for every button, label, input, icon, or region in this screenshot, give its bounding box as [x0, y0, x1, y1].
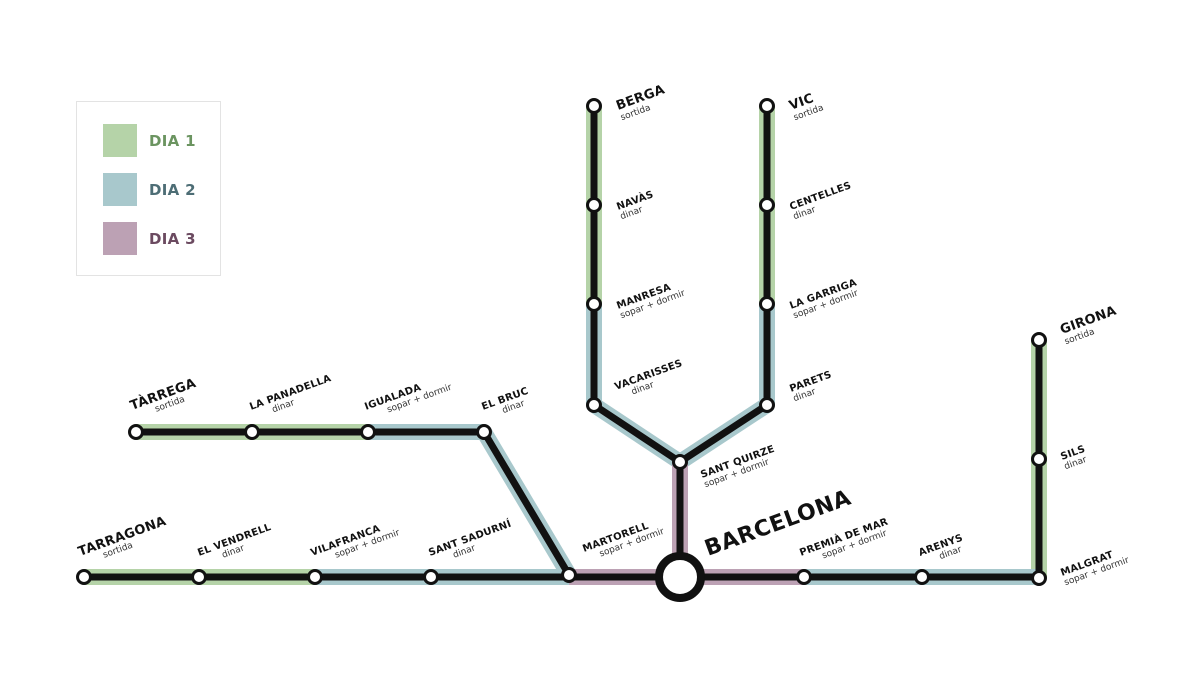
label-igualada: IGUALADA sopar + dormir	[363, 382, 453, 415]
label-tarrega: TÀRREGA sortida	[128, 375, 198, 415]
legend-label-dia2: DIA 2	[149, 180, 196, 199]
station-premia[interactable]	[796, 569, 812, 585]
station-sils[interactable]	[1031, 451, 1047, 467]
label-vilafranca: VILAFRANCA sopar + dormir	[309, 523, 401, 560]
legend-swatch-dia3	[103, 222, 137, 255]
label-malgrat: MALGRAT sopar + dormir	[1059, 550, 1130, 589]
day-bands	[84, 106, 1047, 585]
station-vic[interactable]	[759, 98, 775, 114]
station-martorell[interactable]	[561, 567, 577, 583]
station-igualada[interactable]	[360, 424, 376, 440]
station-malgrat[interactable]	[1031, 570, 1047, 586]
label-la-garriga: LA GARRIGA sopar + dormir	[788, 277, 859, 321]
label-parets: PARETS dinar	[788, 369, 833, 404]
station-navas[interactable]	[586, 197, 602, 213]
station-manresa[interactable]	[586, 296, 602, 312]
legend-label-dia3: DIA 3	[149, 229, 196, 248]
station-la-garriga[interactable]	[759, 296, 775, 312]
label-vic: VIC sortida	[787, 91, 825, 123]
label-girona: GIRONA sortida	[1058, 304, 1118, 348]
station-centelles[interactable]	[759, 197, 775, 213]
legend-item-dia3: DIA 3	[103, 222, 196, 255]
station-sant-quirze[interactable]	[672, 454, 688, 470]
label-tarragona: TARRAGONA sortida	[76, 514, 168, 561]
label-berga: BERGA sortida	[614, 82, 667, 123]
label-martorell: MARTORELL sopar + dormir	[581, 521, 666, 560]
station-girona[interactable]	[1031, 332, 1047, 348]
label-vacarisses: VACARISSES dinar	[613, 358, 684, 397]
label-arenys: ARENYS dinar	[917, 533, 964, 562]
legend: DIA 1 DIA 2 DIA 3	[76, 101, 221, 276]
label-sant-sadurni: SANT SADURNÍ dinar	[427, 517, 513, 561]
label-la-panadella: LA PANADELLA dinar	[248, 373, 333, 415]
label-el-bruc: EL BRUC dinar	[480, 386, 530, 416]
legend-label-dia1: DIA 1	[149, 131, 196, 150]
station-arenys[interactable]	[914, 569, 930, 585]
legend-item-dia1: DIA 1	[103, 124, 196, 157]
station-barcelona[interactable]	[655, 552, 705, 602]
station-la-panadella[interactable]	[244, 424, 260, 440]
station-vacarisses[interactable]	[586, 397, 602, 413]
legend-item-dia2: DIA 2	[103, 173, 196, 206]
station-labels: TARRAGONA sortida EL VENDRELL dinar VILA…	[76, 82, 1130, 588]
route-lines	[80, 102, 1043, 582]
label-name: CENTELLES	[788, 180, 853, 212]
station-el-bruc[interactable]	[476, 424, 492, 440]
legend-swatch-dia1	[103, 124, 137, 157]
station-vilafranca[interactable]	[307, 569, 323, 585]
label-sils: SILS dinar	[1059, 444, 1088, 472]
station-tarrega[interactable]	[128, 424, 144, 440]
station-berga[interactable]	[586, 98, 602, 114]
legend-swatch-dia2	[103, 173, 137, 206]
label-el-vendrell: EL VENDRELL dinar	[196, 522, 273, 561]
station-el-vendrell[interactable]	[191, 569, 207, 585]
stations	[76, 98, 1047, 602]
label-navas: NAVÀS dinar	[615, 187, 656, 222]
station-parets[interactable]	[759, 397, 775, 413]
station-sant-sadurni[interactable]	[423, 569, 439, 585]
label-manresa: MANRESA sopar + dormir	[615, 282, 686, 321]
label-centelles: CENTELLES dinar	[788, 180, 853, 222]
band-dia2-garriga	[675, 304, 775, 469]
station-tarragona[interactable]	[76, 569, 92, 585]
